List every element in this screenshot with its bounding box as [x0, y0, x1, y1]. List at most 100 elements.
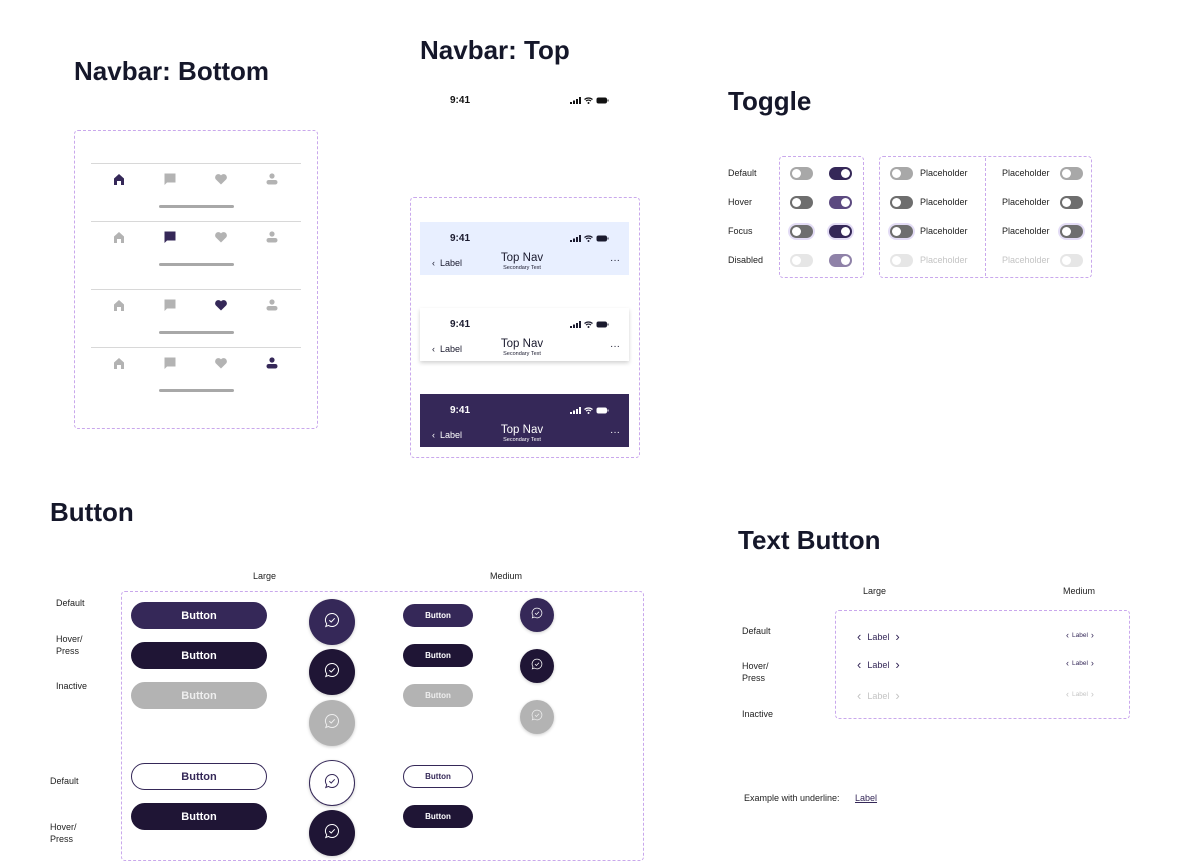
toggle-state-label: Disabled	[728, 255, 764, 265]
toggle-off[interactable]	[790, 167, 813, 180]
toggle-with-label-right	[1060, 254, 1083, 267]
large-button-outline-hover[interactable]: Button	[131, 803, 267, 830]
home-indicator	[159, 331, 234, 334]
heart-icon[interactable]	[214, 298, 228, 312]
medium-button-hover[interactable]: Button	[403, 644, 473, 667]
back-label: Label	[440, 258, 463, 268]
large-text-button-hover[interactable]: ‹Label›	[857, 657, 900, 672]
more-icon[interactable]: ···	[610, 427, 620, 438]
toggle-on[interactable]	[829, 225, 852, 238]
toggle-divider	[985, 158, 986, 276]
nav-subtitle: Secondary Text	[503, 437, 541, 443]
chevron-right-icon: ›	[1090, 658, 1094, 668]
toggle-placeholder-label: Placeholder	[920, 255, 968, 265]
toggle-basic-frame	[779, 156, 864, 278]
medium-icon-button-hover[interactable]	[520, 649, 554, 683]
back-button[interactable]: ‹Label	[432, 258, 462, 268]
status-icons	[570, 321, 609, 328]
heart-icon[interactable]	[214, 172, 228, 186]
toggle-with-label-left[interactable]	[890, 225, 913, 238]
toggle-on[interactable]	[829, 196, 852, 209]
medium-text-button-inactive: ‹Label›	[1066, 689, 1094, 699]
text-button-title: Text Button	[738, 525, 881, 555]
large-button-hover[interactable]: Button	[131, 642, 267, 669]
toggle-with-label-right[interactable]	[1060, 167, 1083, 180]
heart-icon[interactable]	[214, 356, 228, 370]
chat-icon[interactable]	[163, 172, 177, 186]
navbar-top-frame	[410, 197, 640, 458]
person-icon[interactable]	[265, 172, 279, 186]
nav-subtitle: Secondary Text	[503, 351, 541, 357]
toggle-state-label: Default	[728, 168, 757, 178]
medium-button-outline-hover[interactable]: Button	[403, 805, 473, 828]
chevron-right-icon: ›	[1090, 630, 1094, 640]
button-col-medium: Medium	[490, 571, 523, 581]
chevron-left-icon: ‹	[857, 657, 862, 672]
person-icon[interactable]	[265, 230, 279, 244]
large-text-button-default[interactable]: ‹Label›	[857, 629, 900, 644]
large-icon-button-hover[interactable]	[309, 649, 355, 695]
large-button-default[interactable]: Button	[131, 602, 267, 629]
medium-button-outline-default[interactable]: Button	[403, 765, 473, 788]
medium-button-default[interactable]: Button	[403, 604, 473, 627]
back-button[interactable]: ‹Label	[432, 344, 462, 354]
back-label: Label	[440, 430, 463, 440]
chevron-right-icon: ›	[895, 657, 900, 672]
person-icon[interactable]	[265, 298, 279, 312]
toggle-off[interactable]	[790, 196, 813, 209]
home-icon[interactable]	[112, 230, 126, 244]
toggle-with-label-right[interactable]	[1060, 225, 1083, 238]
text-button-row-label: Hover/ Press	[742, 661, 769, 683]
navbar-bottom-title: Navbar: Bottom	[74, 56, 270, 86]
back-label: Label	[440, 344, 463, 354]
home-icon[interactable]	[112, 172, 126, 186]
heart-icon[interactable]	[214, 230, 228, 244]
nav-title: Top Nav	[500, 424, 544, 436]
underline-caption: Example with underline:	[744, 793, 840, 803]
large-icon-button-outline-hover[interactable]	[309, 810, 355, 856]
large-icon-button-outline-default[interactable]	[309, 760, 355, 806]
medium-text-button-hover[interactable]: ‹Label›	[1066, 658, 1094, 668]
chevron-left-icon: ‹	[857, 688, 862, 703]
toggle-on[interactable]	[829, 167, 852, 180]
person-icon[interactable]	[265, 356, 279, 370]
underline-text-button[interactable]: Label	[855, 793, 878, 803]
toggle-with-label-right[interactable]	[1060, 196, 1083, 209]
toggle-placeholder-label: Placeholder	[920, 168, 968, 178]
back-button[interactable]: ‹ Label	[432, 430, 462, 440]
more-icon[interactable]: ···	[610, 341, 620, 352]
large-icon-button-default[interactable]	[309, 599, 355, 645]
more-icon[interactable]: ···	[610, 255, 620, 266]
toggle-with-label-left[interactable]	[890, 167, 913, 180]
text-button-col-medium: Medium	[1063, 586, 1096, 596]
chevron-right-icon: ›	[1090, 689, 1094, 699]
button-row-label: Default	[50, 776, 79, 786]
toggle-state-label: Focus	[728, 226, 753, 236]
navbar-bottom-frame	[74, 130, 318, 429]
medium-icon-button-default[interactable]	[520, 598, 554, 632]
toggle-state-label: Hover	[728, 197, 753, 207]
text-button-label: Label	[867, 690, 890, 701]
text-button-row-label: Default	[742, 626, 771, 636]
chat-icon[interactable]	[163, 356, 177, 370]
status-time: 9:41	[450, 233, 471, 244]
chat-icon[interactable]	[163, 298, 177, 312]
toggle-placeholder-label: Placeholder	[1002, 226, 1050, 236]
toggle-with-label-left[interactable]	[890, 196, 913, 209]
medium-text-button-default[interactable]: ‹Label›	[1066, 630, 1094, 640]
toggle-off[interactable]	[790, 225, 813, 238]
home-icon[interactable]	[112, 298, 126, 312]
chevron-left-icon: ‹	[432, 430, 435, 440]
home-icon[interactable]	[112, 356, 126, 370]
large-button-outline-default[interactable]: Button	[131, 763, 267, 790]
button-title: Button	[50, 497, 134, 527]
text-button-col-large: Large	[863, 586, 887, 596]
text-button-label: Label	[1072, 659, 1088, 667]
chat-icon[interactable]	[163, 230, 177, 244]
chat-check-icon	[324, 662, 340, 683]
navbar-divider	[91, 163, 301, 164]
chat-check-icon	[531, 606, 543, 624]
chevron-left-icon: ‹	[1066, 689, 1069, 699]
